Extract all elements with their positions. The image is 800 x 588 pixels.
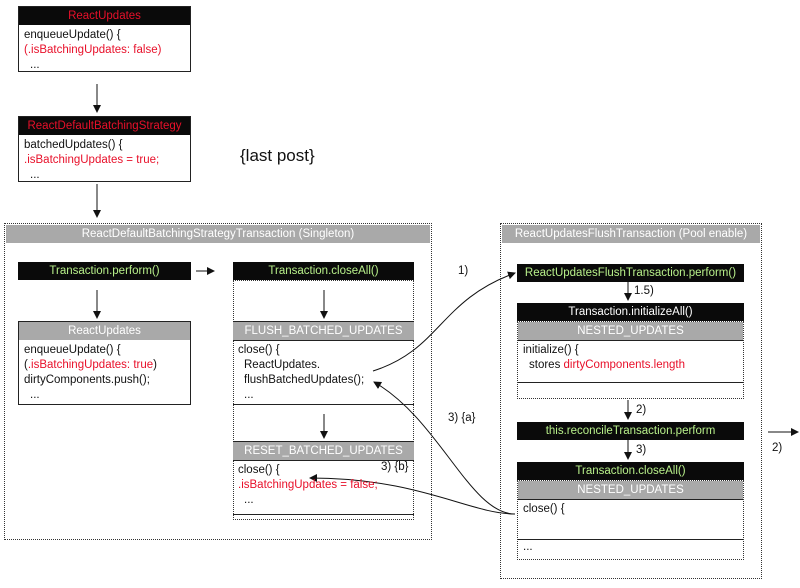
code-line: (.isBatchingUpdates: true) — [24, 358, 185, 373]
divider — [518, 539, 743, 540]
step-3a-label: 3) {a} — [448, 412, 476, 424]
code-line: ... — [30, 169, 40, 181]
divider — [518, 340, 743, 341]
flush-batched-updates-title: FLUSH_BATCHED_UPDATES — [233, 322, 414, 340]
inner-react-updates-body: enqueueUpdate() { (.isBatchingUpdates: t… — [19, 340, 190, 406]
code-text-red: dirtyComponents.length — [563, 359, 685, 371]
divider — [518, 499, 743, 500]
nested-updates-1-body: initialize() { stores dirtyComponents.le… — [518, 340, 743, 376]
nested-updates-1-title: NESTED_UPDATES — [518, 322, 743, 340]
divider — [518, 382, 743, 383]
code-line: close() { — [238, 464, 280, 476]
reset-batched-updates-body: close() { .isBatchingUpdates = false; ..… — [233, 460, 414, 511]
default-batching-strategy-title: ReactDefaultBatchingStrategy — [19, 117, 190, 135]
code-text: ... — [523, 541, 533, 553]
right-closeall-box: Transaction.closeAll() — [517, 462, 744, 480]
code-line: batchedUpdates() { — [24, 139, 123, 151]
left-closeall-container — [233, 280, 414, 520]
arrow-step-1-to-flush-perform — [372, 271, 516, 372]
flush-batched-updates-box: FLUSH_BATCHED_UPDATES close() { ReactUpd… — [233, 321, 414, 405]
code-line: (.isBatchingUpdates: false) — [24, 44, 162, 56]
default-batching-strategy-body: batchedUpdates() { .isBatchingUpdates = … — [19, 135, 190, 186]
code-line: close() { — [523, 503, 565, 515]
divider — [233, 460, 414, 461]
left-transaction-title: ReactDefaultBatchingStrategyTransaction … — [6, 225, 430, 243]
reset-batched-updates-title: RESET_BATCHED_UPDATES — [233, 442, 414, 460]
nested-updates-2-body: close() { — [518, 499, 743, 520]
default-batching-strategy-box: ReactDefaultBatchingStrategy batchedUpda… — [18, 116, 191, 182]
step-3-inner-label: 3) — [636, 444, 647, 456]
step-3b-label: 3) {b} — [381, 461, 409, 473]
code-line: ... — [244, 389, 254, 401]
step-2-outer-label: 2) — [772, 442, 783, 454]
step-1-label: 1) — [458, 265, 469, 277]
reset-batched-updates-box: RESET_BATCHED_UPDATES close() { .isBatch… — [233, 441, 414, 515]
code-line: .isBatchingUpdates = true; — [24, 154, 160, 166]
code-text-red: .isBatchingUpdates: true — [27, 359, 154, 371]
code-line: ... — [518, 537, 538, 558]
code-line: dirtyComponents.push(); — [24, 374, 150, 386]
code-line: ... — [244, 494, 254, 506]
arrow-step-3a — [373, 381, 516, 515]
left-transaction-container: ReactDefaultBatchingStrategyTransaction … — [4, 223, 432, 540]
code-line: .isBatchingUpdates = false; — [238, 479, 378, 491]
code-text: ) — [153, 359, 157, 371]
step-2-inner-label: 2) — [636, 404, 647, 416]
inner-react-updates-title: ReactUpdates — [19, 322, 190, 340]
divider — [233, 340, 414, 341]
last-post-note: {last post} — [240, 146, 315, 165]
inner-react-updates-box: ReactUpdates enqueueUpdate() { (.isBatch… — [18, 321, 191, 405]
right-initializeall-container: NESTED_UPDATES initialize() { stores dir… — [517, 321, 744, 399]
arrow-step-3b — [309, 474, 516, 515]
step-1-5-label: 1.5) — [634, 285, 654, 297]
reconcile-perform-box: this.reconcileTransaction.perform — [517, 422, 744, 440]
right-transaction-container: ReactUpdatesFlushTransaction (Pool enabl… — [500, 223, 762, 579]
top-react-updates-box: ReactUpdates enqueueUpdate() { (.isBatch… — [18, 6, 191, 72]
code-line: flushBatchedUpdates(); — [244, 374, 365, 386]
left-closeall-box: Transaction.closeAll() — [233, 262, 414, 280]
right-closeall-container: NESTED_UPDATES close() { ... — [517, 480, 744, 560]
code-line: ... — [30, 389, 40, 401]
code-line: stores dirtyComponents.length — [523, 358, 738, 373]
right-initializeall-box: Transaction.initializeAll() — [517, 303, 744, 321]
code-text: ( — [24, 359, 28, 371]
code-line: ReactUpdates. — [244, 359, 321, 371]
code-line: close() { — [238, 344, 280, 356]
left-perform-box: Transaction.perform() — [18, 262, 191, 280]
top-react-updates-title: ReactUpdates — [19, 7, 190, 25]
code-line: initialize() { — [523, 344, 579, 356]
code-line: ... — [30, 59, 40, 71]
top-react-updates-body: enqueueUpdate() { (.isBatchingUpdates: f… — [19, 25, 190, 76]
flush-batched-updates-body: close() { ReactUpdates. flushBatchedUpda… — [233, 340, 414, 406]
code-line: enqueueUpdate() { — [24, 344, 121, 356]
code-line: enqueueUpdate() { — [24, 29, 121, 41]
right-transaction-title: ReactUpdatesFlushTransaction (Pool enabl… — [502, 225, 760, 243]
code-text: stores — [529, 359, 564, 371]
right-perform-box: ReactUpdatesFlushTransaction.perform() — [517, 264, 744, 282]
nested-updates-2-title: NESTED_UPDATES — [518, 481, 743, 499]
